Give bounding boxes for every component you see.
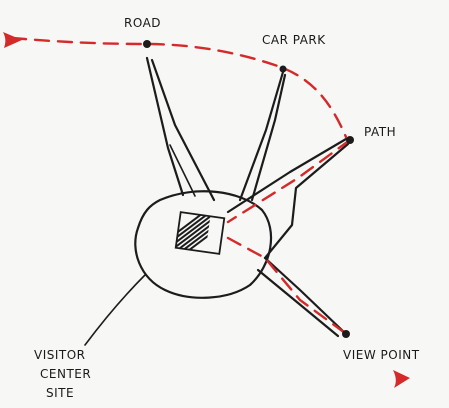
path-label: PATH [364, 125, 396, 139]
road-access-line-right [150, 58, 216, 202]
view-point-label: VIEW POINT [343, 348, 420, 362]
site-label-leader-line [84, 274, 146, 346]
path-line-upper [226, 137, 348, 214]
car-park-access-line-left [238, 70, 285, 202]
car-park-label: CAR PARK [262, 33, 326, 47]
entry-arrow-icon [3, 32, 22, 48]
view-point-route-dashed [226, 236, 347, 335]
road-access-line-left [145, 56, 185, 197]
path-line-lower [263, 142, 350, 260]
visitor-center-building [174, 211, 226, 255]
car-park-node-dot [279, 65, 287, 73]
site-route-dashed [226, 138, 352, 224]
view-point-path-line-lower [256, 268, 340, 338]
road-access-inner-line [169, 144, 196, 197]
visitor-center-site-outline [134, 190, 273, 299]
visitor-center-label-line3: SITE [46, 386, 74, 400]
car-park-access-line-right [250, 73, 287, 202]
view-point-node-dot [342, 330, 350, 338]
visitor-center-label-line1: VISITOR [34, 348, 86, 362]
main-route-dashed [10, 36, 348, 139]
visitor-center-label-line2: CENTER [40, 367, 91, 381]
road-node-dot [143, 40, 151, 48]
exit-arrow-icon [393, 370, 410, 388]
path-node-dot [346, 136, 354, 144]
road-label: ROAD [124, 16, 161, 30]
view-point-path-line-upper [263, 256, 347, 335]
